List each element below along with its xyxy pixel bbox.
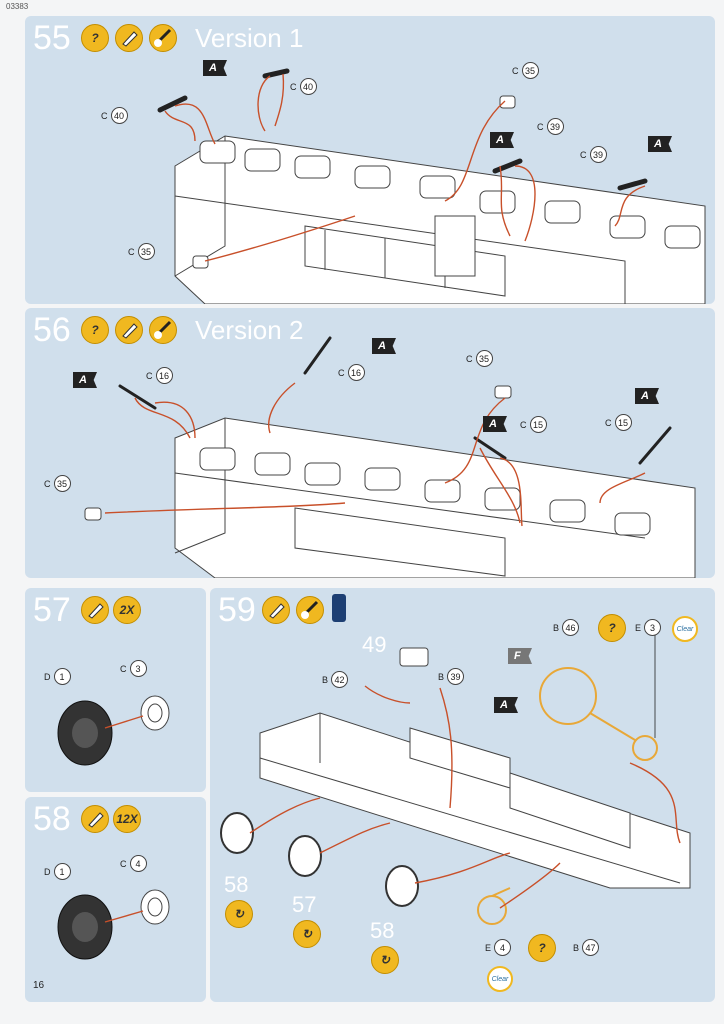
quantity-badge: 12X <box>113 805 141 833</box>
version-title: Version 1 <box>195 23 304 53</box>
step-56-drawing <box>84 336 696 578</box>
brush-icon <box>115 24 143 52</box>
turn-icon: ↻ <box>293 920 321 948</box>
flag-a: A <box>648 136 672 152</box>
brush-icon <box>81 596 109 624</box>
step-number: 58 <box>33 800 71 838</box>
flag-a: A <box>73 372 97 388</box>
flag-a: A <box>494 697 518 713</box>
sub-step-number: 49 <box>362 632 387 657</box>
flag-f: F <box>508 648 532 664</box>
flag-a: A <box>372 338 396 354</box>
wheel-drawing <box>57 889 170 960</box>
step-59-panel: 59 49 <box>210 588 715 1002</box>
help-icon: ? <box>81 316 109 344</box>
clear-paint-badge: Clear <box>672 616 698 642</box>
step-ref-57: 57 <box>292 892 317 917</box>
page-number: 16 <box>33 980 45 991</box>
help-icon: ? <box>528 934 556 962</box>
step-ref-58: 58 <box>370 918 395 943</box>
step-number: 55 <box>33 19 71 57</box>
help-icon: ? <box>598 614 626 642</box>
wheel-drawing <box>57 695 170 766</box>
page-code: 03383 <box>6 2 29 11</box>
clear-paint-badge: Clear <box>487 966 513 992</box>
step-56-panel: 56 ? Version 2 <box>25 308 715 578</box>
help-icon: ? <box>81 24 109 52</box>
step-ref-58: 58 <box>224 872 249 897</box>
paint-icon <box>149 316 177 344</box>
paint-icon <box>149 24 177 52</box>
paint-bottle-icon <box>332 594 346 622</box>
step-59-drawing <box>220 633 691 925</box>
version-title: Version 2 <box>195 315 304 345</box>
brush-icon <box>262 596 290 624</box>
step-number: 59 <box>218 591 256 629</box>
flag-a: A <box>635 388 659 404</box>
flag-a: A <box>483 416 507 432</box>
step-55-panel: 55 ? Version 1 <box>25 16 715 304</box>
flag-a: A <box>490 132 514 148</box>
quantity-badge: 2X <box>113 596 141 624</box>
turn-icon: ↻ <box>371 946 399 974</box>
turn-icon: ↻ <box>225 900 253 928</box>
flag-a: A <box>203 60 227 76</box>
step-55-drawing <box>157 68 706 304</box>
brush-icon <box>115 316 143 344</box>
brush-icon <box>81 805 109 833</box>
step-number: 56 <box>33 311 71 349</box>
paint-icon <box>296 596 324 624</box>
step-number: 57 <box>33 591 71 629</box>
